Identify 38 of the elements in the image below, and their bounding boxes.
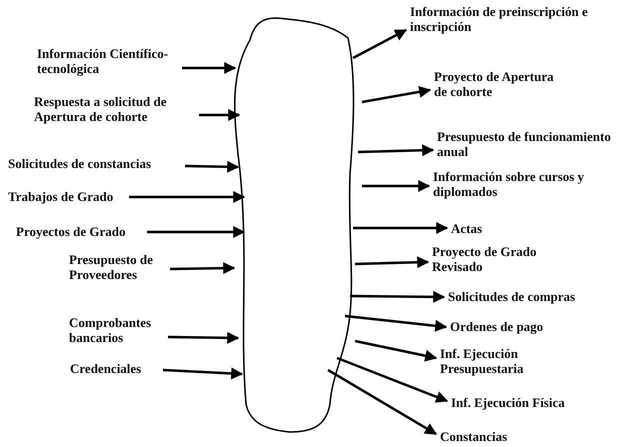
flow-label: Presupuesto de Proveedores <box>69 252 167 282</box>
flow-label: Respuesta a solicitud de Apertura de cohorte <box>34 94 196 124</box>
flow-label: Credenciales <box>70 361 160 376</box>
arrow <box>184 160 240 173</box>
arrow <box>336 356 448 403</box>
flow-label: Proyectos de Grado <box>16 224 144 239</box>
flow-label: Inf. Ejecución Física <box>451 395 601 410</box>
arrow <box>168 332 240 344</box>
flow-label: Ordenes de pago <box>450 319 570 334</box>
flow-label: Información Científico-tecnológica <box>37 46 179 76</box>
arrow <box>354 340 438 362</box>
arrow <box>162 367 244 380</box>
arrow <box>344 314 448 332</box>
arrow <box>129 191 246 203</box>
arrow <box>327 368 438 436</box>
flow-label: Proyecto de Grado Revisado <box>432 244 562 274</box>
arrow <box>199 109 240 121</box>
flow-label: Solicitudes de constancias <box>8 156 182 171</box>
flow-label: Trabajos de Grado <box>8 189 126 204</box>
arrow <box>362 86 432 104</box>
arrow <box>147 226 246 238</box>
flow-label: Actas <box>451 221 501 236</box>
arrow <box>182 62 236 74</box>
flow-label: Presupuesto de funcionamiento anual <box>437 129 622 159</box>
arrow <box>350 290 446 303</box>
arrow <box>354 256 430 268</box>
flow-label: Constancias <box>440 429 540 444</box>
flow-label: Inf. Ejecución Presupuestaria <box>440 346 590 376</box>
flow-label: Solicitudes de compras <box>448 289 598 304</box>
arrow <box>352 28 408 60</box>
arrow <box>353 222 448 234</box>
arrow <box>362 180 430 192</box>
arrow <box>170 262 236 274</box>
arrow <box>358 144 434 156</box>
flow-label: Proyecto de Apertura de cohorte <box>434 69 564 99</box>
flow-label: Comprobantes bancarios <box>69 315 165 345</box>
flow-label: Información sobre cursos y diplomados <box>433 169 618 199</box>
flow-label: Información de preinscripción e inscripción <box>410 4 622 34</box>
